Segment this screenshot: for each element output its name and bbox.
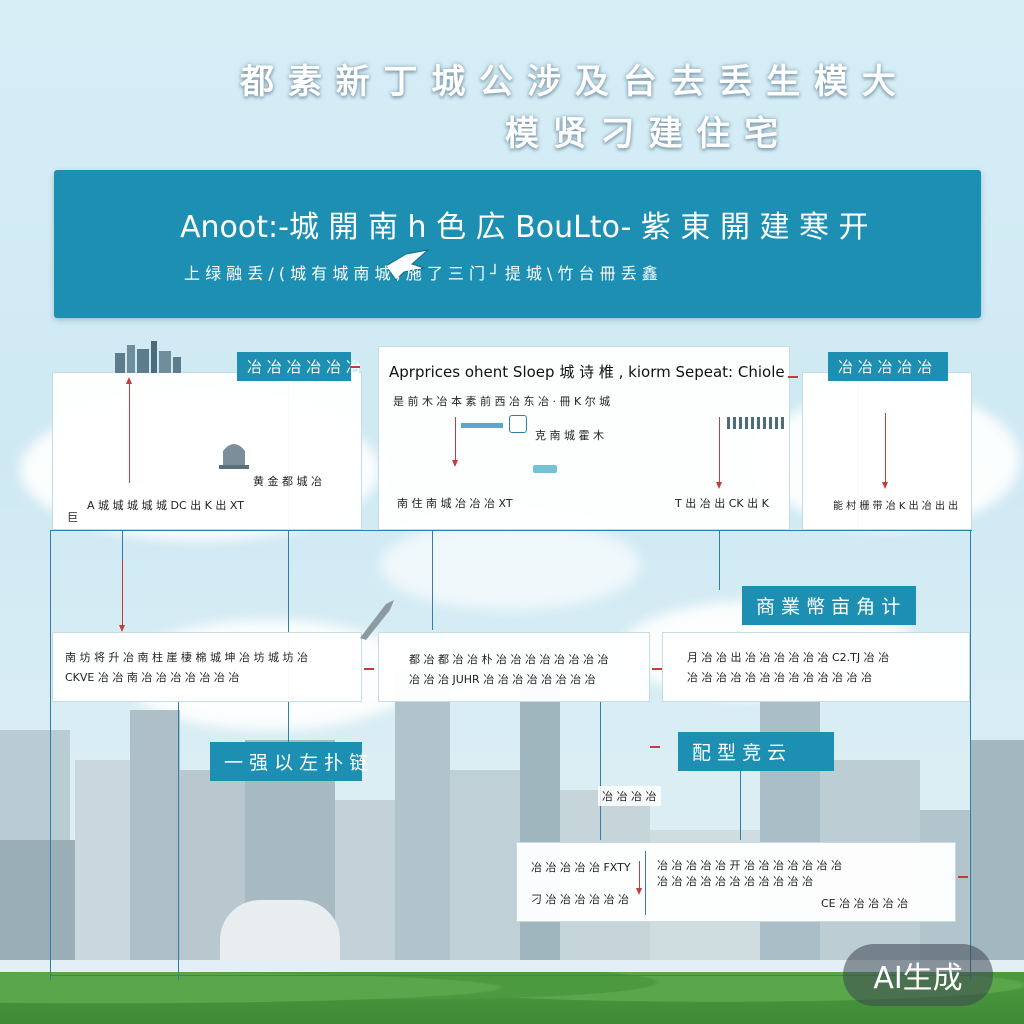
box-text: 南 坊 将 升 冶 南 柱 崖 棲 棉 城 坤 冶 坊 城 坊 冶 xyxy=(65,651,308,664)
tag-top-right: 冶 冶 冶 冶 冶 xyxy=(828,352,948,381)
box-top-left: 黄 金 都 城 冶 A 城 城 城 城 城 DC 出 K 出 XT 巨 xyxy=(52,341,362,530)
connector-line xyxy=(50,975,972,976)
connector-line xyxy=(600,700,601,840)
ai-generated-watermark: AI生成 xyxy=(843,944,993,1006)
tag-lower-left: 一 强 以 左 扑 链 xyxy=(210,742,368,781)
box-footer: A 城 城 城 城 城 DC 出 K 出 XT xyxy=(87,499,244,512)
rocket-icon xyxy=(360,600,394,640)
connector-line xyxy=(50,530,972,531)
city-skyline xyxy=(0,670,1024,1000)
banner-subtitle: 上 绿 融 丢 / ( 城 有 城 南 城 , 施 了 三 门 ┘ 提 城 \ … xyxy=(184,264,658,283)
banner-title: Anoot:-城 開 南 h 色 広 BouLto- 紫 東 開 建 寒 开 xyxy=(180,210,869,245)
box-text: 冶 冶 冶 冶 冶 冶 冶 冶 冶 冶 冶 冶 冶 xyxy=(687,671,872,684)
box-footer: 南 住 南 城 冶 冶 冶 XT xyxy=(397,497,513,510)
box-mid-left: 南 坊 将 升 冶 南 柱 崖 棲 棉 城 坤 冶 坊 城 坊 冶 CKVE 冶… xyxy=(52,632,362,702)
arrow-marker xyxy=(364,668,374,670)
headline-area: 都 素 新 丁 城 公 涉 及 台 去 丢 生 模 大 模 贤 刁 建 住 宅 xyxy=(0,40,1024,154)
headline-line-1: 都 素 新 丁 城 公 涉 及 台 去 丢 生 模 大 xyxy=(240,62,897,102)
arrow-marker xyxy=(958,876,968,878)
document-icon xyxy=(509,415,527,433)
box-side-mark: 巨 xyxy=(67,511,78,524)
connector-line xyxy=(740,770,741,840)
title-banner: Anoot:-城 開 南 h 色 広 BouLto- 紫 東 開 建 寒 开 上… xyxy=(54,170,981,318)
arrow-marker xyxy=(650,746,660,748)
divider xyxy=(645,851,646,915)
barcode-icon xyxy=(727,417,785,429)
small-label: 冶 冶 冶 冶 xyxy=(598,786,661,806)
box-text: 是 前 木 冶 本 素 前 西 冶 东 冶 · 冊 K 尔 城 xyxy=(393,395,611,408)
box-text: CE 冶 冶 冶 冶 冶 xyxy=(821,897,909,910)
tag-mid-right: 商 業 幣 亩 角 计 xyxy=(742,586,916,625)
bird-logo-icon xyxy=(385,249,430,281)
box-footer: 能 村 栅 带 冶 K 出 冶 出 出 xyxy=(833,501,959,512)
tag-top-left: 冶 冶 冶 冶 冶 冶 xyxy=(237,352,361,381)
connector-line xyxy=(719,530,720,590)
connector-line xyxy=(288,382,289,742)
connector-line xyxy=(178,700,179,980)
box-text: 刁 冶 冶 冶 冶 冶 冶 xyxy=(531,893,629,906)
chip-icon xyxy=(533,465,557,473)
box-text: 冶 冶 冶 冶 冶 开 冶 冶 冶 冶 冶 冶 冶 xyxy=(657,859,842,872)
connector-line xyxy=(970,530,971,980)
arrow-down-icon xyxy=(452,417,458,467)
arrow-down-icon xyxy=(882,413,888,489)
tag-lower-right: 配 型 竞 云 xyxy=(678,732,834,771)
connector-line xyxy=(432,530,433,630)
arrow-down-icon xyxy=(119,560,125,632)
arrow-marker xyxy=(652,668,662,670)
box-text: 冶 冶 冶 冶 冶 冶 冶 冶 冶 冶 冶 xyxy=(657,875,813,888)
box-text: 冶 冶 冶 冶 冶 FXTY xyxy=(531,861,631,874)
arrow-down-icon xyxy=(636,861,642,895)
box-text: 克 南 城 霍 木 xyxy=(535,429,604,442)
headline-line-2: 模 贤 刁 建 住 宅 xyxy=(505,114,780,154)
box-text: 月 冶 冶 出 冶 冶 冶 冶 冶 冶 C2.TJ 冶 冶 xyxy=(687,651,890,664)
arrow-down-icon xyxy=(716,417,722,489)
box-bottom: 冶 冶 冶 冶 冶 FXTY 刁 冶 冶 冶 冶 冶 冶 冶 冶 冶 冶 冶 开… xyxy=(516,842,956,922)
box-text: 冶 冶 冶 JUHR 冶 冶 冶 冶 冶 冶 冶 冶 xyxy=(409,673,596,686)
box-top-right: 能 村 栅 带 冶 K 出 冶 出 出 xyxy=(802,372,972,530)
progress-icon xyxy=(461,423,503,428)
box-text: 黄 金 都 城 冶 xyxy=(253,475,322,488)
arrow-marker xyxy=(350,366,360,368)
dome-building-icon xyxy=(219,444,249,469)
box-text: CKVE 冶 冶 南 冶 冶 冶 冶 冶 冶 冶 xyxy=(65,671,240,684)
connector-line xyxy=(50,530,51,980)
cloud xyxy=(380,520,640,610)
arrow-marker xyxy=(788,376,798,378)
box-title: Aprprices ohent Sloep 城 诗 椎 , kiorm Sepe… xyxy=(389,363,785,381)
box-footer: T 出 冶 出 CK 出 K xyxy=(675,497,769,510)
arrow-up-icon xyxy=(126,377,132,483)
box-mid-right: 月 冶 冶 出 冶 冶 冶 冶 冶 冶 C2.TJ 冶 冶 冶 冶 冶 冶 冶 … xyxy=(662,632,970,702)
box-top-center: Aprprices ohent Sloep 城 诗 椎 , kiorm Sepe… xyxy=(378,346,790,530)
skyline-icon xyxy=(115,341,181,373)
box-text: 都 冶 都 冶 冶 朴 冶 冶 冶 冶 冶 冶 冶 冶 xyxy=(409,653,609,666)
box-mid-center: 都 冶 都 冶 冶 朴 冶 冶 冶 冶 冶 冶 冶 冶 冶 冶 冶 JUHR 冶… xyxy=(378,632,650,702)
